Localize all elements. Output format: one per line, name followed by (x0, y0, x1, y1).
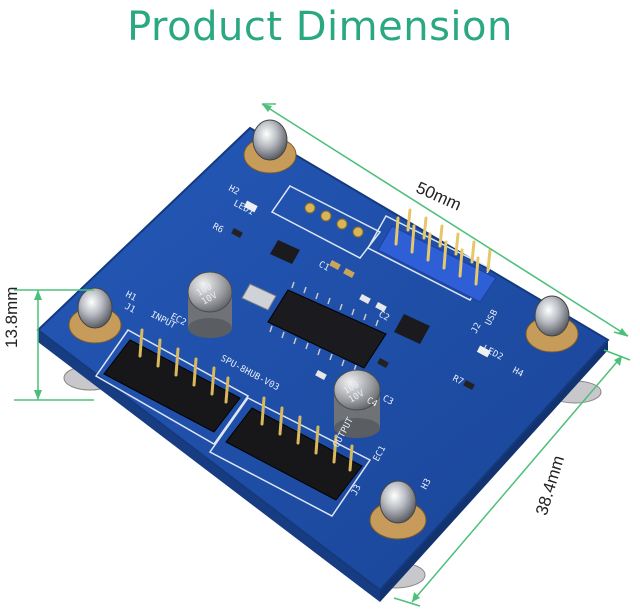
dimension-height-label: 13.8mm (2, 286, 21, 348)
label-r7: R7 (451, 374, 465, 388)
capacitor-ec2: 100 10V (187, 271, 233, 338)
label-h2: H2 (227, 184, 241, 198)
page-title: Product Dimension (127, 4, 513, 50)
label-c3: C3 (381, 394, 395, 408)
capacitor-ec1: 100 10V (333, 369, 381, 438)
output-pin-header (225, 396, 363, 501)
silkscreen-outlines (94, 185, 492, 517)
label-r6: R6 (211, 222, 225, 236)
standoff-nut-h4 (525, 295, 579, 353)
standoff-nut-h3 (369, 480, 427, 540)
pcb-edge-right (380, 340, 608, 602)
standoff-nut-h1 (68, 287, 122, 344)
blue-pin-header (377, 208, 497, 303)
gold-pads (304, 202, 364, 238)
main-ic-chip (267, 281, 387, 372)
label-j2: J2 (470, 321, 484, 335)
standoff-nut-h2 (243, 119, 297, 174)
pcb-edge (38, 330, 380, 602)
label-h4: H4 (511, 366, 525, 380)
label-c1: C1 (317, 260, 331, 274)
label-j1: J1 (123, 302, 137, 316)
label-h1: H1 (124, 290, 138, 304)
smd-components (231, 200, 491, 390)
input-pin-header (103, 328, 241, 433)
label-j3: J3 (350, 483, 364, 497)
label-h3: H3 (420, 477, 434, 491)
dimension-arrowheads (34, 104, 628, 602)
label-c4: C4 (365, 396, 379, 410)
label-c2: C2 (377, 310, 391, 324)
dimension-lines (14, 103, 631, 607)
